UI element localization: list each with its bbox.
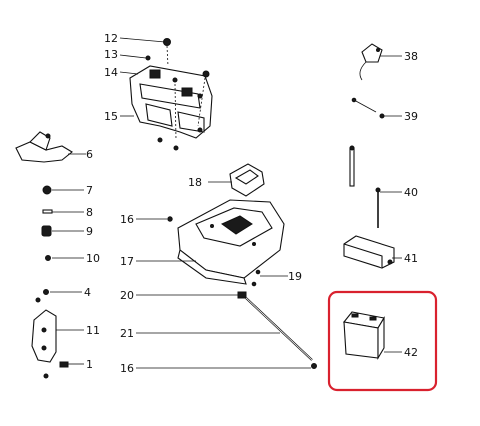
callout-21: 21	[120, 327, 134, 340]
part-rod-vertical	[349, 145, 355, 187]
part-17-main-housing	[177, 199, 285, 285]
callout-8: 8	[86, 206, 93, 219]
part-21-rod	[245, 297, 313, 361]
part-8-screw	[42, 209, 53, 214]
callout-7: 7	[86, 184, 93, 197]
callout-labels: 12 13 14 15 6 7 8 9 10 4 11 1 18 16 17 1…	[84, 32, 418, 375]
part-9-nut	[41, 225, 52, 237]
part-38-plug	[359, 43, 383, 81]
part-39-cable	[351, 97, 385, 119]
part-6-bracket	[15, 131, 73, 163]
part-top-bracket-assembly	[129, 38, 213, 151]
callout-41: 41	[404, 252, 418, 265]
part-40-pin	[375, 187, 381, 228]
part-19-screws	[251, 269, 261, 287]
callout-38: 38	[404, 50, 418, 63]
callout-19: 19	[288, 270, 302, 283]
callout-15: 15	[104, 110, 118, 123]
part-20-nut	[237, 291, 247, 299]
part-16-screw-lower	[311, 363, 317, 369]
part-11-mount-plate	[31, 309, 57, 379]
part-16-screw-upper	[167, 216, 173, 222]
callout-18: 18	[188, 176, 202, 189]
callout-9: 9	[86, 225, 93, 238]
callout-16-lower: 16	[120, 362, 134, 375]
part-10-washer	[45, 255, 51, 261]
callout-42: 42	[404, 346, 418, 359]
callout-4: 4	[84, 286, 91, 299]
leader-lines	[50, 37, 402, 369]
callout-17: 17	[120, 255, 134, 268]
part-1-screw	[59, 361, 69, 368]
callout-12: 12	[104, 32, 118, 45]
callout-13: 13	[104, 48, 118, 61]
part-42-battery	[342, 311, 385, 360]
part-41-module	[343, 235, 395, 269]
part-18-cap	[229, 163, 265, 197]
part-7-knob	[42, 185, 52, 195]
callout-10: 10	[86, 252, 100, 265]
callout-16-upper: 16	[120, 213, 134, 226]
callout-39: 39	[404, 110, 418, 123]
callout-6: 6	[86, 148, 93, 161]
highlight-box-part-42	[327, 290, 438, 392]
callout-14: 14	[104, 66, 118, 79]
callout-1: 1	[86, 358, 93, 371]
callout-20: 20	[120, 289, 134, 302]
callout-40: 40	[404, 186, 418, 199]
part-4-screw	[35, 289, 49, 303]
callout-11: 11	[86, 324, 100, 337]
